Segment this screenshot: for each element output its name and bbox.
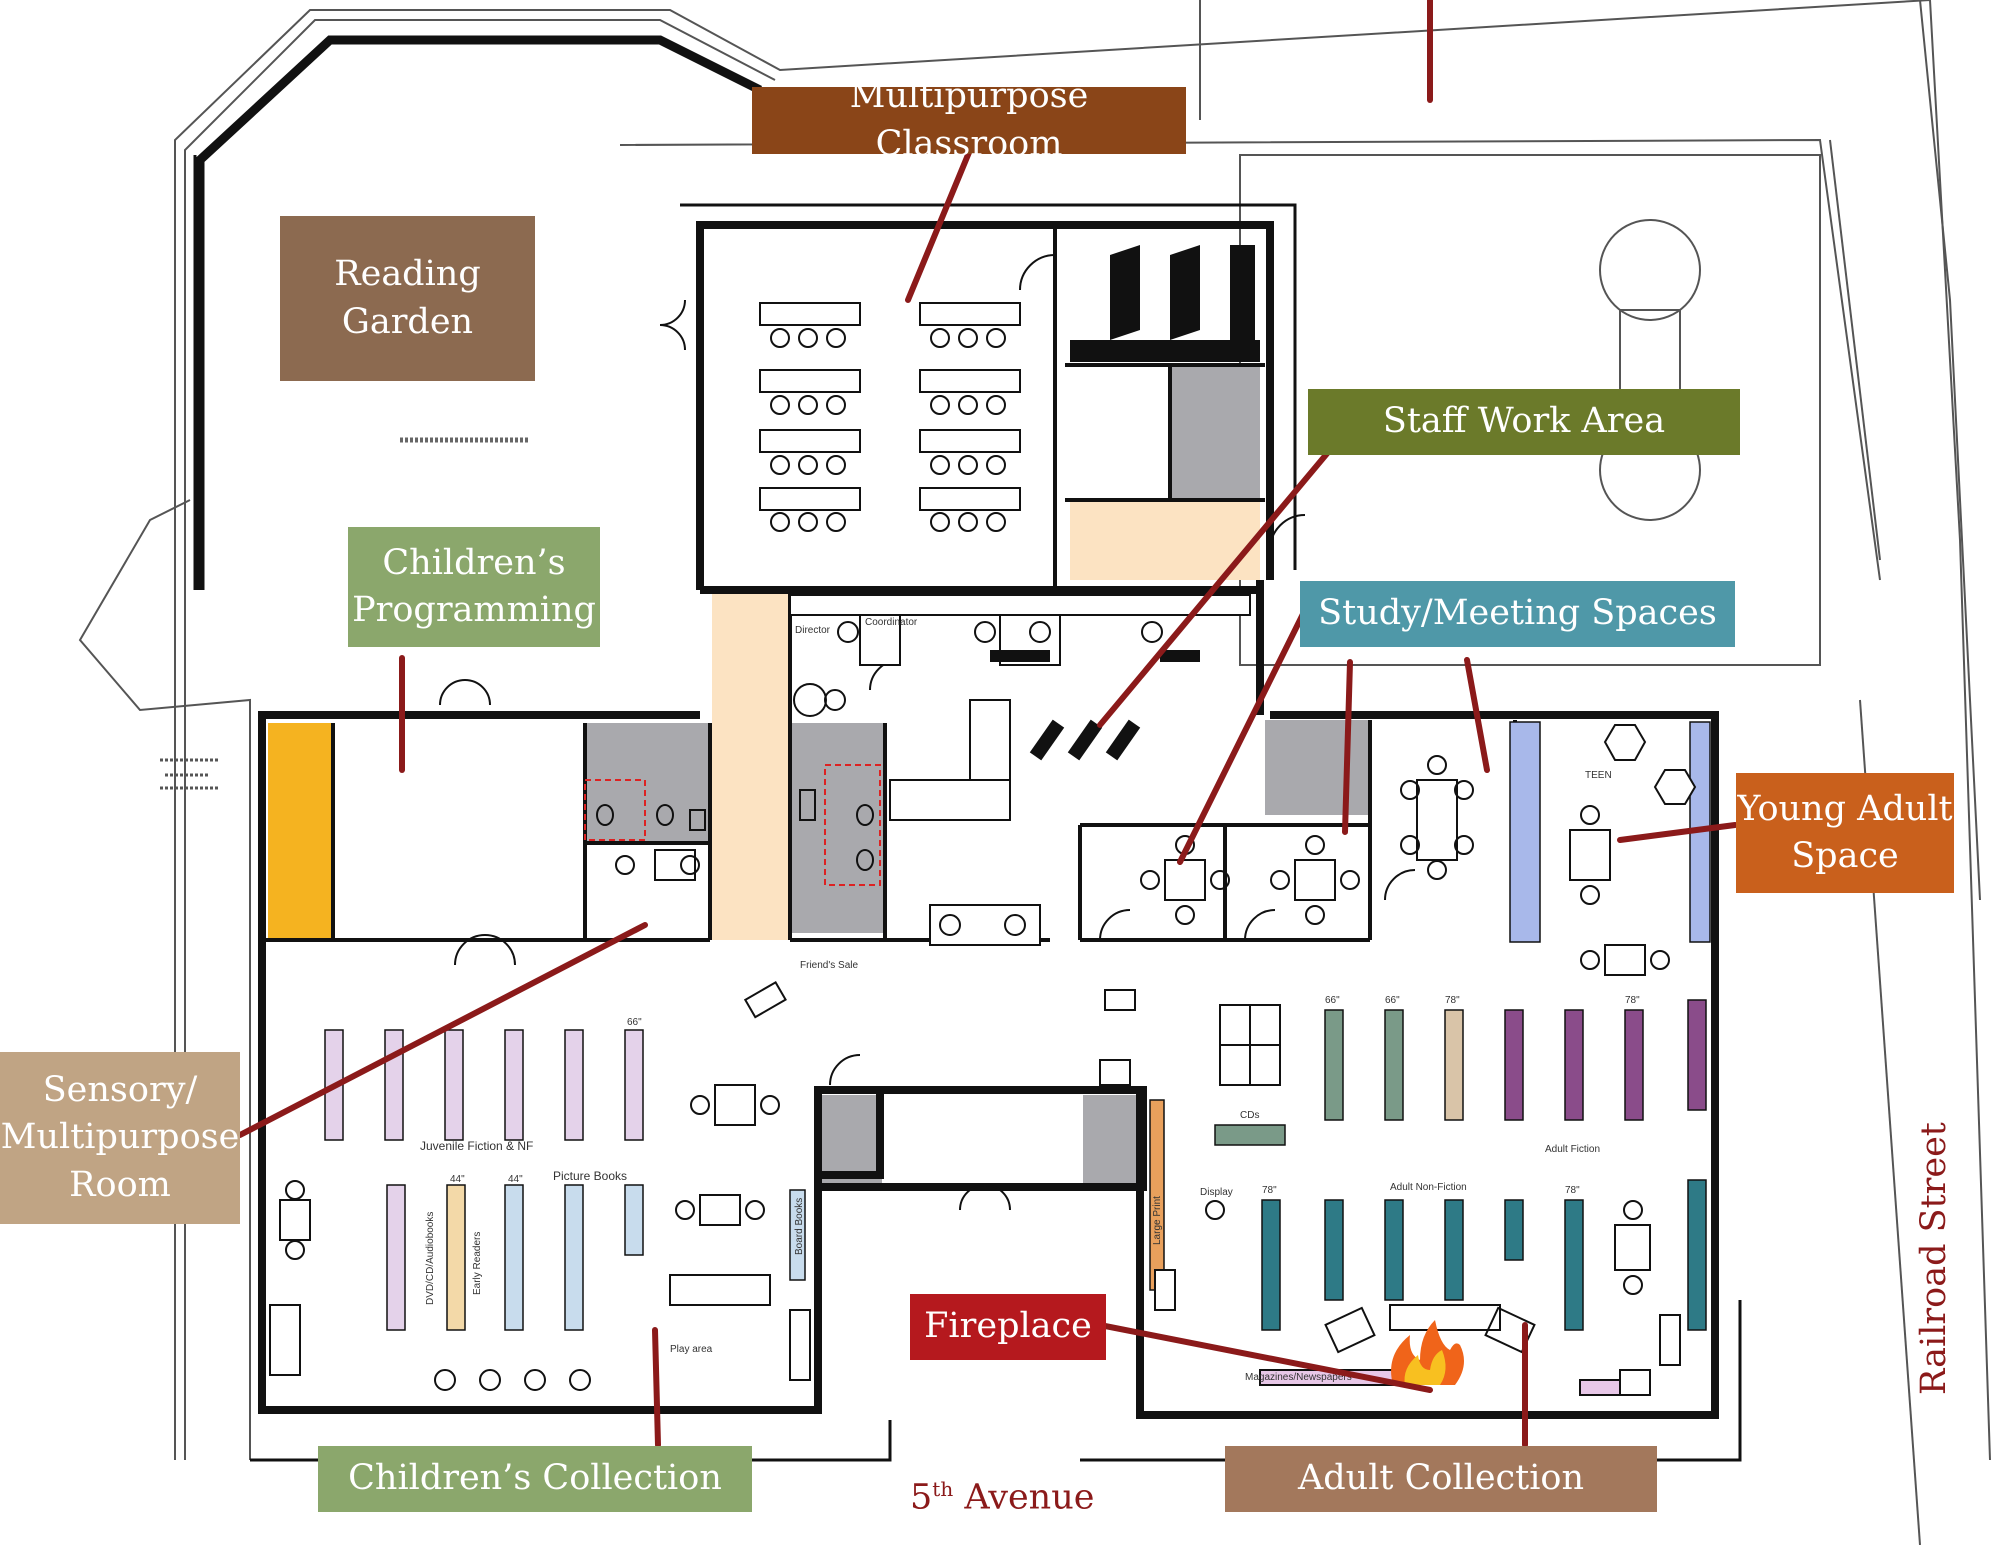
staff-seats bbox=[793, 621, 1163, 936]
early-readers-label: Early Readers bbox=[472, 1232, 483, 1295]
teen-label: TEEN bbox=[1585, 770, 1612, 781]
sensory-multipurpose-room-label: Sensory/ Multipurpose Room bbox=[0, 1052, 240, 1224]
garden-wall bbox=[195, 35, 763, 590]
classroom-chairs bbox=[770, 328, 1006, 532]
adult-collection-label: Adult Collection bbox=[1225, 1446, 1657, 1512]
childrens-programming-label: Children’s Programming bbox=[348, 527, 600, 647]
childrens-collection-label: Children’s Collection bbox=[318, 1446, 752, 1512]
leader-lines bbox=[237, 0, 1738, 1448]
classroom-tables bbox=[759, 302, 1021, 511]
railroad-street-label: Railroad Street bbox=[1914, 1122, 1954, 1395]
reading-garden-label: Reading Garden bbox=[280, 216, 535, 381]
fifth-avenue-suffix: th bbox=[932, 1477, 954, 1501]
dim-66-adult-a: 66" bbox=[1325, 995, 1340, 1006]
building-walls bbox=[258, 221, 1719, 1419]
juvenile-fiction-label: Juvenile Fiction & NF bbox=[420, 1139, 533, 1153]
dim-78-c: 78" bbox=[1262, 1185, 1277, 1196]
staff-chairs bbox=[990, 650, 1200, 761]
garden-marker bbox=[160, 758, 220, 790]
staff-work-area-label: Staff Work Area bbox=[1308, 389, 1740, 455]
vestibule-fill-r bbox=[1083, 1095, 1143, 1185]
fireplace-flame bbox=[1391, 1320, 1464, 1385]
accessible-stalls bbox=[584, 764, 881, 886]
corridor-fill bbox=[712, 590, 788, 940]
childrens-seats bbox=[285, 1095, 780, 1391]
director-label: Director bbox=[795, 625, 831, 636]
dim-78-d: 78" bbox=[1565, 1185, 1580, 1196]
dvd-cd-label: DVD/CD/Audiobooks bbox=[425, 1212, 436, 1305]
study-meeting-spaces-label: Study/Meeting Spaces bbox=[1300, 581, 1735, 647]
multipurpose-classroom-label: Multipurpose Classroom bbox=[752, 76, 1186, 164]
dim-44-b: 44" bbox=[508, 1174, 523, 1185]
young-adult-space-label: Young Adult Space bbox=[1736, 773, 1954, 893]
coordinator-label: Coordinator bbox=[865, 617, 918, 628]
fifth-avenue-name: Avenue bbox=[964, 1477, 1095, 1518]
board-books-label: Board Books bbox=[794, 1198, 805, 1255]
friends-sale-label: Friend's Sale bbox=[800, 960, 858, 971]
large-print-label: Large Print bbox=[1152, 1196, 1163, 1245]
adult-non-fiction-label: Adult Non-Fiction bbox=[1390, 1182, 1467, 1193]
dim-66-child: 66" bbox=[627, 1017, 642, 1028]
storage-racks bbox=[1070, 245, 1260, 362]
vestibule-fill-l bbox=[822, 1095, 882, 1185]
childrens-furniture bbox=[269, 980, 811, 1381]
dim-44-a: 44" bbox=[450, 1174, 465, 1185]
display-label: Display bbox=[1200, 1187, 1233, 1198]
magazines-label: Magazines/Newspapers bbox=[1245, 1372, 1352, 1383]
adult-fiction-label: Adult Fiction bbox=[1545, 1144, 1600, 1155]
restroom-fixtures bbox=[596, 789, 874, 871]
adult-seats bbox=[1205, 1200, 1643, 1354]
play-area-label: Play area bbox=[670, 1344, 713, 1355]
dim-78-b: 78" bbox=[1625, 995, 1640, 1006]
restroom-fill-2 bbox=[790, 723, 885, 933]
dim-78-a: 78" bbox=[1445, 995, 1460, 1006]
program-storage-fill bbox=[268, 723, 333, 938]
fifth-avenue-number: 5 bbox=[910, 1477, 933, 1518]
study-chairs bbox=[615, 755, 1474, 925]
service-fill bbox=[1170, 365, 1260, 500]
corridor-fill-upper bbox=[1070, 500, 1260, 580]
study-tables bbox=[654, 779, 1458, 901]
teen-area bbox=[1509, 721, 1711, 976]
fireplace-label: Fireplace bbox=[910, 1294, 1106, 1360]
dim-66-adult-b: 66" bbox=[1385, 995, 1400, 1006]
adult-shelves bbox=[1149, 999, 1707, 1331]
adult-furniture bbox=[1099, 989, 1681, 1396]
picture-books-label: Picture Books bbox=[553, 1169, 627, 1183]
cds-label: CDs bbox=[1240, 1110, 1259, 1121]
service-fill-2 bbox=[1265, 720, 1370, 815]
fifth-avenue-label: 5th Avenue bbox=[910, 1477, 1094, 1518]
